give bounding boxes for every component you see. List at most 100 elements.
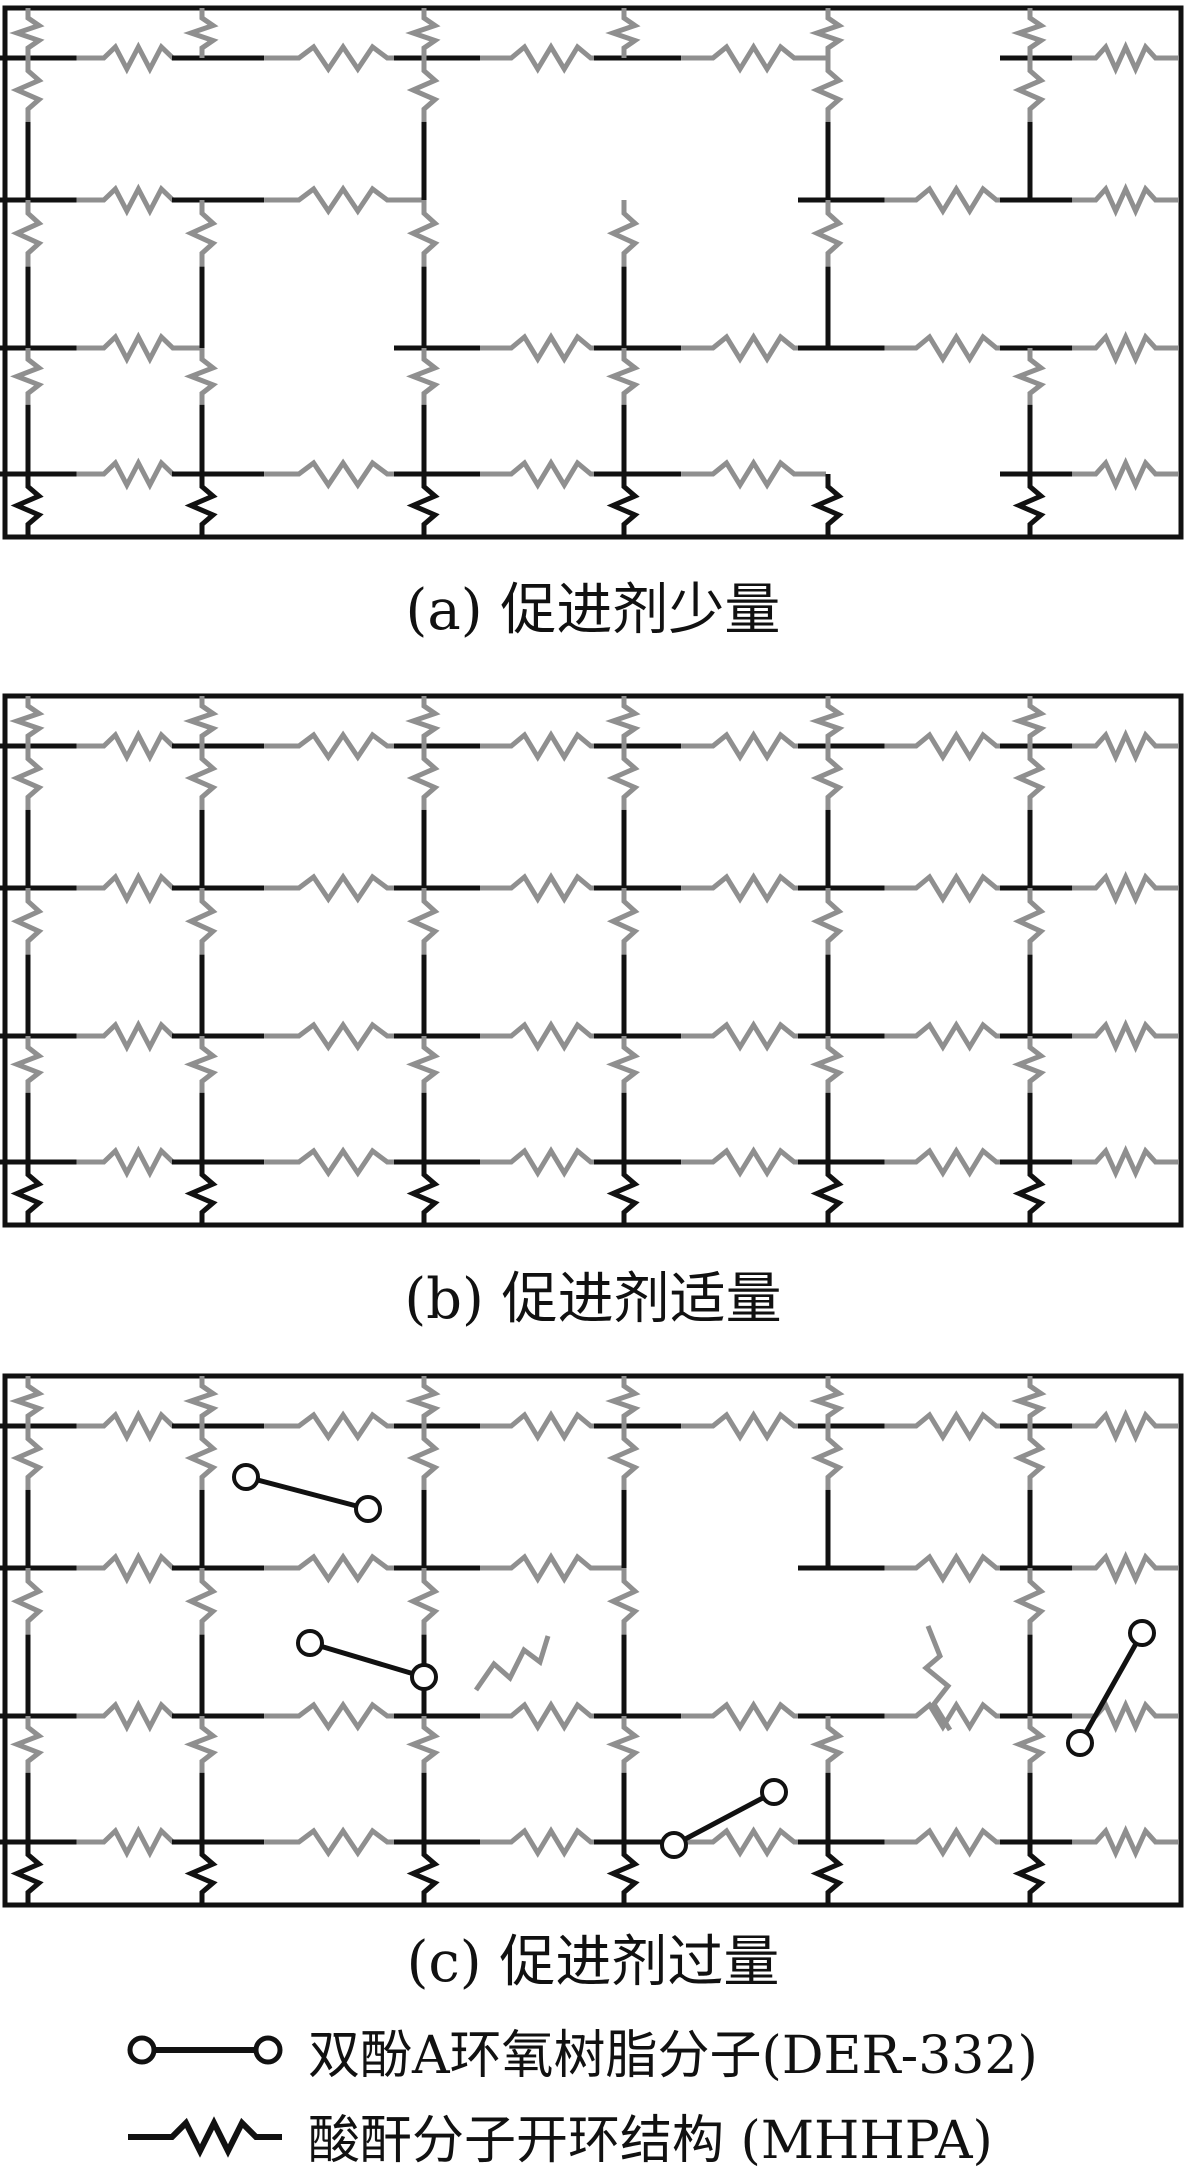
anhydride-segment [76,1145,200,1179]
anhydride-segment [10,1568,44,1635]
anhydride-segment [406,746,440,810]
anhydride-segment [1011,1376,1047,1426]
panel-frame [2,1373,1184,1908]
anhydride-segment [480,42,622,74]
anhydride-segment [809,8,845,58]
anhydride-segment [606,1568,640,1635]
anhydride-segment [405,1376,441,1426]
anhydride-segment [1072,1144,1179,1180]
anhydride-segment [1011,8,1047,58]
anhydride-segment [1012,1716,1047,1773]
anhydride-segment [406,348,441,405]
anhydride-segment [183,8,219,58]
anhydride-segment [406,1716,441,1773]
epoxy-segment [10,1162,44,1225]
anhydride-segment [1072,1018,1179,1054]
anhydride-segment [1011,696,1047,746]
anhydride-segment [264,1826,422,1858]
anhydride-segment [9,696,45,746]
anhydride-segment [480,1552,622,1584]
free-epoxy-molecule-bond [245,1474,369,1512]
anhydride-segment [681,872,826,904]
anhydride-segment [884,1700,1028,1732]
anhydride-segment [184,1426,218,1490]
anhydride-segment [406,1426,440,1490]
epoxy-segment [1012,474,1046,537]
anhydride-segment [605,8,641,58]
anhydride-segment [884,1146,1028,1178]
anhydride-segment [264,1410,422,1442]
free-epoxy-molecule-bond [672,1789,776,1848]
anhydride-segment [1072,182,1179,218]
anhydride-segment [76,1825,200,1859]
anhydride-segment [264,730,422,762]
anhydride-segment [10,1716,45,1773]
free-epoxy-molecule-bond [309,1640,425,1680]
anhydride-segment [480,1826,622,1858]
epoxy-segment [606,1842,640,1905]
anhydride-segment [681,730,826,762]
anhydride-segment [1072,1550,1179,1586]
anhydride-segment [264,184,422,216]
legend-anhydride-label: 酸酐分子开环结构 (MHHPA) [308,2110,993,2171]
epoxy-segment [10,474,44,537]
anhydride-segment [884,184,1028,216]
free-epoxy-molecule-end [296,1629,324,1657]
anhydride-segment [606,200,640,267]
anhydride-segment [184,348,219,405]
caption-b: (b) 促进剂适量 [404,1267,782,1332]
epoxy-segment [1012,1842,1046,1905]
anhydride-segment [480,458,622,490]
anhydride-segment [681,1410,826,1442]
anhydride-segment [480,332,622,364]
anhydride-segment [606,1036,641,1093]
anhydride-segment [1072,1824,1179,1860]
epoxy-segment [810,1842,844,1905]
epoxy-segment [184,1162,218,1225]
anhydride-segment [605,1376,641,1426]
anhydride-segment [1012,1568,1046,1635]
anhydride-segment [884,1552,1028,1584]
anhydride-segment [1012,1036,1047,1093]
anhydride-segment [406,58,440,122]
anhydride-segment [10,888,44,955]
anhydride-segment [1072,728,1179,764]
network-diagram-b [0,693,1184,1228]
anhydride-segment [10,348,45,405]
anhydride-segment [810,1036,845,1093]
anhydride-segment [884,1826,1028,1858]
anhydride-segment [681,1146,826,1178]
epoxy-segment [406,1162,440,1225]
network-diagram-a [0,5,1184,540]
anhydride-chain-icon [128,2116,282,2158]
epoxy-segment [406,474,440,537]
anhydride-segment [884,730,1028,762]
anhydride-segment [184,888,218,955]
anhydride-segment [1072,1408,1179,1444]
anhydride-segment [810,746,844,810]
anhydride-segment [76,41,200,75]
anhydride-segment [810,200,844,267]
anhydride-segment [183,1376,219,1426]
free-epoxy-molecule-end [232,1463,260,1491]
anhydride-segment [480,730,622,762]
anhydride-segment [76,183,200,217]
epoxy-segment [406,1842,440,1905]
panel-a [0,0,1186,545]
anhydride-segment [480,872,622,904]
panel-b [0,688,1186,1233]
network-diagram-c [0,1373,1184,1908]
legend-epoxy-label: 双酚A环氧树脂分子(DER-332) [308,2025,1038,2086]
anhydride-segment [406,888,440,955]
free-anhydride-fragment [922,1625,953,1732]
anhydride-segment [681,1700,826,1732]
epoxy-segment [184,474,218,537]
anhydride-segment [480,1146,622,1178]
anhydride-segment [1012,58,1046,122]
anhydride-segment [76,729,200,763]
anhydride-segment [76,1409,200,1443]
anhydride-segment [480,1020,622,1052]
anhydride-segment [10,746,44,810]
anhydride-segment [264,1552,422,1584]
anhydride-segment [10,58,44,122]
